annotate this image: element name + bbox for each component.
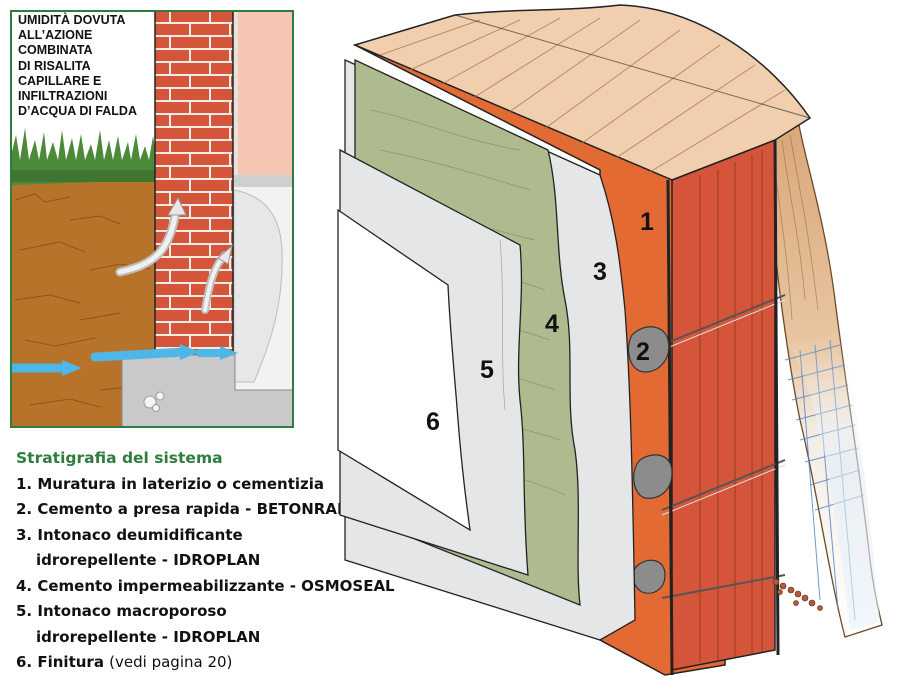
- legend-item-text: 6. Finitura: [16, 653, 104, 671]
- legend-item-6: 6. Finitura (vedi pagina 20): [16, 650, 416, 676]
- layer-label-2: 2: [636, 338, 650, 366]
- legend-item-4: 4. Cemento impermeabilizzante - OSMOSEAL: [16, 574, 416, 600]
- legend-item-text: 4. Cemento impermeabilizzante - OSMOSEAL: [16, 576, 395, 595]
- legend-item-text-cont: idrorepellente - IDROPLAN: [36, 551, 261, 569]
- legend-item-text: 5. Intonaco macroporoso: [16, 602, 227, 620]
- legend-item-text: 1. Muratura in laterizio o cementizia: [16, 474, 325, 493]
- layer-label-5: 5: [480, 356, 494, 384]
- inset-caption-line: D’ACQUA DI FALDA: [18, 104, 137, 119]
- inset-caption-line: COMBINATA: [18, 43, 93, 58]
- layer-label-4: 4: [545, 310, 559, 338]
- legend-title: Stratigrafia del sistema: [16, 449, 223, 467]
- system-legend: Stratigrafia del sistema 1. Muratura in …: [16, 446, 416, 676]
- layer-label-1: 1: [640, 208, 654, 236]
- legend-item-2: 2. Cemento a presa rapida - BETONRAPID: [16, 497, 416, 523]
- inset-caption-line: CAPILLARE E: [18, 73, 102, 88]
- legend-item-text-cont: idrorepellente - IDROPLAN: [36, 627, 261, 646]
- legend-item-5: 5. Intonaco macroporoso idrorepellente -…: [16, 599, 416, 650]
- moisture-inset-illustration: [10, 10, 294, 428]
- inset-caption-line: UMIDITÀ DOVUTA: [18, 13, 126, 27]
- legend-item-1: 1. Muratura in laterizio o cementizia: [16, 472, 416, 498]
- inset-caption: UMIDITÀ DOVUTA ALL’AZIONE COMBINATA DI R…: [18, 13, 158, 119]
- layer-label-3: 3: [593, 258, 607, 286]
- rubble: [772, 578, 823, 611]
- legend-item-3: 3. Intonaco deumidificante idrorepellent…: [16, 523, 416, 574]
- inset-caption-line: INFILTRAZIONI: [18, 89, 108, 104]
- layer-2-betonrapid: [627, 326, 670, 373]
- legend-item-note: (vedi pagina 20): [109, 653, 233, 671]
- steel-ties: [661, 294, 786, 599]
- legend-item-text: 2. Cemento a presa rapida - BETONRAPID: [16, 500, 366, 518]
- legend-item-text: 3. Intonaco deumidificante: [16, 525, 243, 544]
- inset-caption-line: DI RISALITA: [18, 58, 91, 73]
- wall-stratigraphy-diagram: 1 2 3 4 5 6: [337, 4, 883, 676]
- inset-caption-line: ALL’AZIONE: [18, 28, 93, 43]
- layer-6-finitura: [337, 208, 471, 532]
- wall-top-slab: [352, 4, 812, 181]
- layer-label-6: 6: [426, 408, 440, 436]
